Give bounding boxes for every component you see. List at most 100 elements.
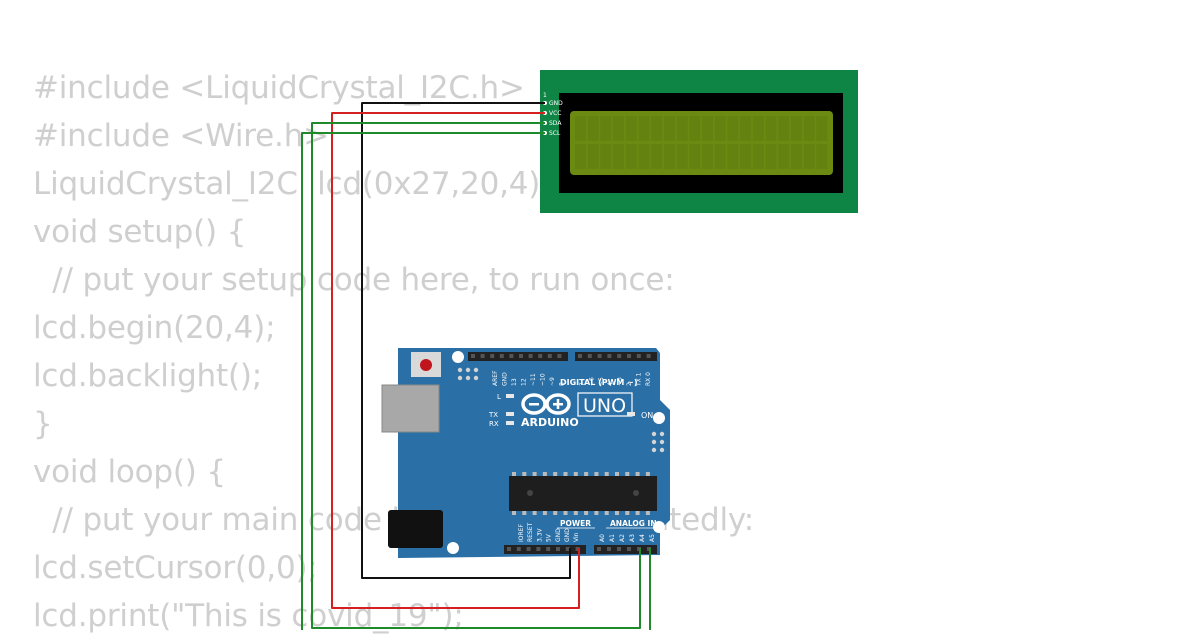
digital-pin-label: ~3 xyxy=(617,377,624,386)
analog-pin-label: A1 xyxy=(609,534,616,542)
lcd-cell xyxy=(765,144,777,169)
power-pin-label: IOREF xyxy=(518,524,525,542)
analog-header xyxy=(594,545,657,554)
chip-pin xyxy=(542,472,547,476)
chip-pin xyxy=(594,472,599,476)
code-line[interactable]: lcd.begin(20,4); xyxy=(33,310,276,346)
digital-pin-label: 12 xyxy=(521,378,528,386)
wire-vcc[interactable] xyxy=(331,112,580,609)
wire-sda[interactable] xyxy=(311,122,641,629)
lcd-cell xyxy=(765,116,777,141)
chip-pin xyxy=(563,511,568,515)
code-line[interactable]: } xyxy=(33,406,53,442)
lcd-character-grid xyxy=(575,116,828,169)
lcd-pin-label: GND xyxy=(549,100,563,107)
digital-pin-label: 4 xyxy=(607,382,614,386)
digital-pin-label: 7 xyxy=(579,382,586,386)
on-label: ON xyxy=(641,411,653,420)
header-hole xyxy=(499,354,504,358)
lcd-cell xyxy=(625,144,637,169)
power-label: POWER xyxy=(560,519,591,528)
lcd-cell xyxy=(600,144,612,169)
code-line[interactable]: #include <Wire.h> xyxy=(33,118,329,154)
chip-pin xyxy=(584,472,589,476)
icsp2-pin xyxy=(659,447,665,453)
lcd-cell xyxy=(740,144,752,169)
lcd-cell xyxy=(638,144,650,169)
analog-pin-label: A2 xyxy=(619,534,626,542)
icsp2-pin xyxy=(659,439,665,445)
chip-notch xyxy=(527,490,533,496)
lcd-cell xyxy=(689,116,701,141)
power-pin-label: 5V xyxy=(546,533,553,542)
lcd-cell xyxy=(587,116,599,141)
digital-pin-label: GND xyxy=(502,372,509,386)
wire-scl[interactable] xyxy=(301,132,651,630)
lcd-pin-label: SCL xyxy=(549,130,561,137)
analog-pin-label: A0 xyxy=(599,534,606,542)
lcd-cell xyxy=(663,116,675,141)
lcd-pin-number: 1 xyxy=(543,92,547,99)
code-line[interactable]: // put your setup code here, to run once… xyxy=(33,262,675,298)
lcd-cell xyxy=(778,116,790,141)
wires[interactable] xyxy=(301,102,651,630)
code-line[interactable]: lcd.setCursor(0,0); xyxy=(33,550,318,586)
header-hole xyxy=(480,354,485,358)
chip-pin xyxy=(522,511,527,515)
chip-pin xyxy=(532,511,537,515)
mounting-hole xyxy=(452,351,464,363)
lcd-cell xyxy=(778,144,790,169)
reset-button[interactable] xyxy=(420,359,432,371)
lcd-cell xyxy=(803,116,815,141)
power-pin-label: GND xyxy=(555,528,562,542)
lcd-pin-label: SDA xyxy=(549,120,562,127)
mounting-hole xyxy=(653,521,665,533)
analog-pin-label: A3 xyxy=(629,534,636,542)
code-line[interactable]: #include <LiquidCrystal_I2C.h> xyxy=(33,70,525,106)
digital-pin-label: TX 1 xyxy=(635,372,642,387)
lcd-cell xyxy=(740,116,752,141)
wire-gnd[interactable] xyxy=(361,102,571,579)
digital-pin-label: ~10 xyxy=(540,373,547,386)
digital-header-right xyxy=(575,352,657,361)
code-line[interactable]: void loop() { xyxy=(33,454,226,490)
rx-led-label: RX xyxy=(489,420,499,428)
icsp-header xyxy=(454,365,484,383)
brand-label: ARDUINO xyxy=(521,416,579,429)
icsp-pin xyxy=(465,375,471,381)
chip-pin xyxy=(532,472,537,476)
power-pin-label: GND xyxy=(564,528,571,542)
analog-pin-label: A5 xyxy=(649,534,656,542)
icsp2-pin xyxy=(651,439,657,445)
rx-led xyxy=(506,421,514,425)
chip-pin xyxy=(512,472,516,476)
lcd-cell xyxy=(752,144,764,169)
lcd-module[interactable]: 1 GND VCC SDA SCL xyxy=(540,70,858,213)
lcd-cell xyxy=(587,144,599,169)
header-hole xyxy=(607,547,611,551)
header-hole xyxy=(516,547,521,551)
header-hole xyxy=(490,354,495,358)
model-label: UNO xyxy=(583,395,626,417)
lcd-cell xyxy=(803,144,815,169)
digital-pin-label: RX 0 xyxy=(645,372,652,386)
lcd-cell xyxy=(613,144,625,169)
header-hole xyxy=(509,354,514,358)
l-led-label: L xyxy=(497,393,501,401)
lcd-cell xyxy=(714,116,726,141)
code-line[interactable]: LiquidCrystal_I2C lcd(0x27,20,4); xyxy=(33,166,551,202)
lcd-cell xyxy=(752,116,764,141)
header-hole xyxy=(587,354,592,358)
lcd-cell xyxy=(816,116,828,141)
code-line[interactable]: void setup() { xyxy=(33,214,247,250)
header-hole xyxy=(519,354,523,358)
code-line[interactable]: lcd.backlight(); xyxy=(33,358,262,394)
digital-pin-label: ~6 xyxy=(588,377,595,386)
chip-pin xyxy=(542,511,547,515)
header-hole xyxy=(607,354,612,358)
chip-pin xyxy=(604,472,609,476)
